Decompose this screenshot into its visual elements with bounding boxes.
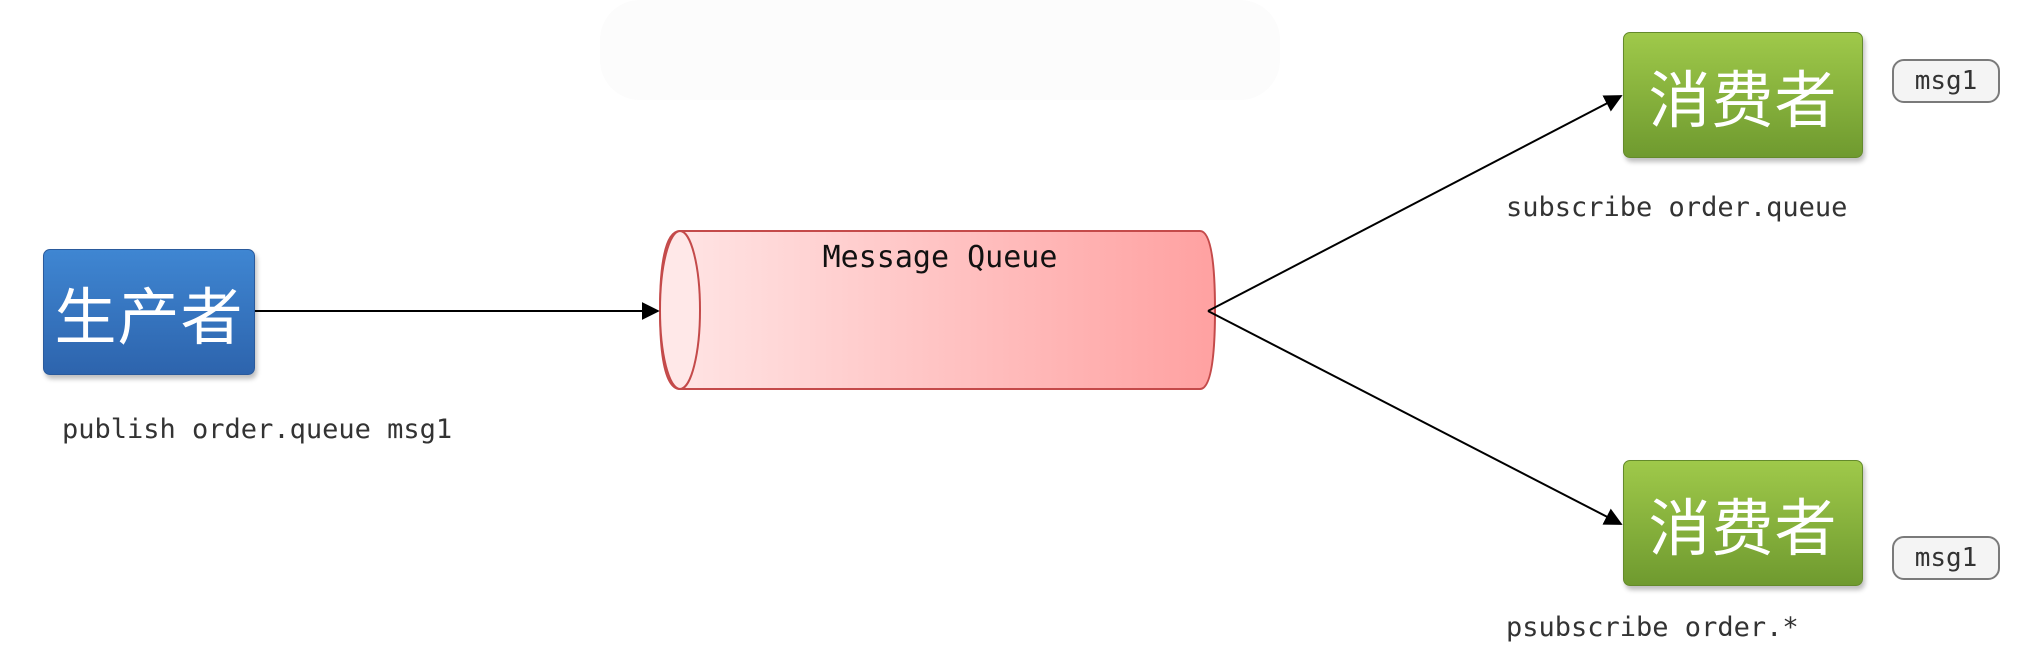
consumer-bottom-box: 消费者 [1623, 460, 1863, 586]
queue-left-cap [659, 230, 701, 390]
message-tag-bottom: msg1 [1892, 536, 2000, 580]
queue-title: Message Queue [822, 240, 1058, 275]
producer-label: 生产者 [54, 281, 244, 354]
arrow-queue-to-consumer-bottom [1207, 310, 1623, 525]
background-blur [600, 0, 1280, 100]
producer-box: 生产者 [43, 249, 255, 375]
psubscribe-command: psubscribe order.* [1506, 612, 1799, 643]
message-tag-top: msg1 [1892, 59, 2000, 103]
subscribe-command: subscribe order.queue [1506, 192, 1848, 223]
consumer-top-box: 消费者 [1623, 32, 1863, 158]
message-queue [658, 230, 1217, 390]
consumer-top-label: 消费者 [1648, 64, 1838, 137]
publish-command: publish order.queue msg1 [62, 414, 453, 445]
consumer-bottom-label: 消费者 [1648, 492, 1838, 565]
arrow-queue-to-consumer-top [1207, 95, 1623, 312]
